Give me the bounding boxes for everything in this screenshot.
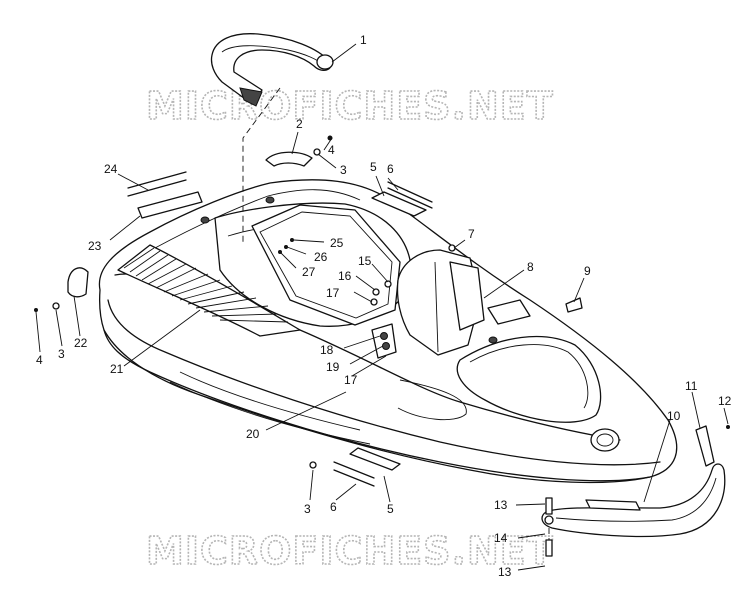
fasteners: [34, 135, 730, 557]
callout-label: 23: [88, 239, 102, 253]
callout-label: 18: [320, 343, 334, 357]
callout-label: 4: [36, 353, 43, 367]
callout-label: 5: [387, 502, 394, 516]
callout-label: 27: [302, 265, 316, 279]
rear-clip: [67, 267, 89, 298]
callout-label: 15: [358, 254, 372, 268]
bumper-rail: [541, 425, 726, 538]
callout-label: 6: [387, 162, 394, 176]
watermark-bottom: MICROFICHES.NET: [146, 529, 554, 573]
callout-label: 11: [685, 379, 698, 393]
callout-label: 1: [360, 33, 367, 47]
callout-label: 19: [326, 360, 340, 374]
callout-label: 9: [584, 264, 591, 278]
seat-cap: [265, 151, 313, 167]
callout-label: 3: [58, 347, 65, 361]
grab-handle: [210, 33, 334, 107]
callout-label: 13: [498, 565, 512, 579]
trim-strip-left: [127, 171, 203, 219]
callout-label: 12: [718, 394, 732, 408]
callout-label: 16: [338, 269, 352, 283]
callout-label: 3: [340, 163, 347, 177]
callout-label: 17: [344, 373, 358, 387]
trim-strip-top: [371, 181, 433, 217]
callout-labels: 1 2 3 4 5 6 7 8 9 24 23 25 26 27 16 15 1…: [36, 33, 732, 579]
callout-label: 21: [110, 362, 124, 376]
callout-label: 14: [494, 531, 508, 545]
callout-label: 5: [370, 160, 377, 174]
callout-label: 13: [494, 498, 508, 512]
watermark-top: MICROFICHES.NET: [146, 84, 554, 128]
callout-label: 20: [246, 427, 260, 441]
small-tab: [565, 297, 583, 313]
assembly-line-handle: [242, 87, 281, 245]
callout-label: 24: [104, 162, 118, 176]
callout-label: 7: [468, 227, 475, 241]
callout-label: 4: [328, 143, 335, 157]
side-texture-panel: [117, 244, 301, 337]
trim-strip-bottom: [333, 447, 401, 487]
callout-label: 25: [330, 236, 344, 250]
callout-label: 22: [74, 336, 88, 350]
callout-label: 3: [304, 502, 311, 516]
callout-label: 8: [527, 260, 534, 274]
callout-label: 6: [330, 500, 337, 514]
callout-label: 26: [314, 250, 328, 264]
callout-label: 17: [326, 286, 340, 300]
callout-label: 10: [667, 409, 681, 423]
callout-label: 2: [296, 117, 303, 131]
leader-lines: [35, 43, 729, 571]
